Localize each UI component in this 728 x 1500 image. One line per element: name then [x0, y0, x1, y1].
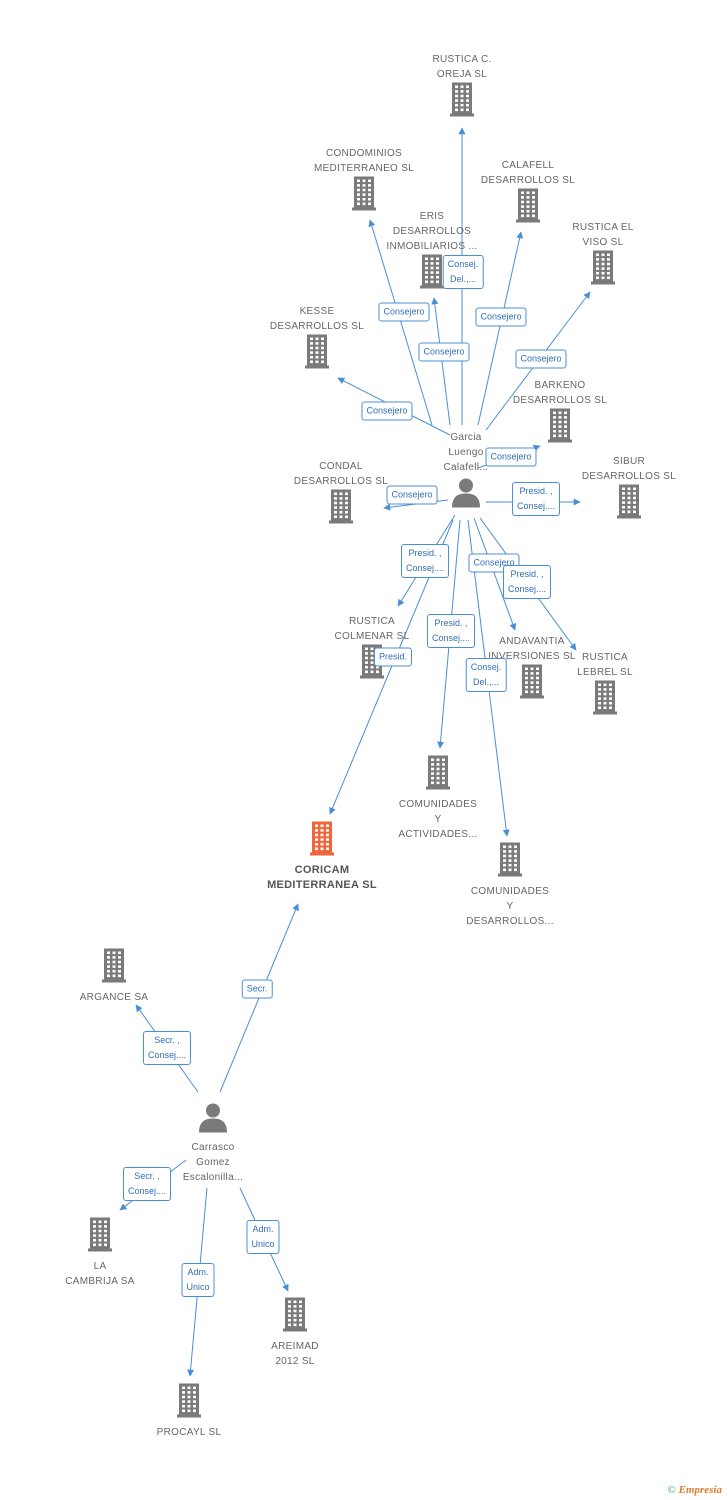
node-label-eris[interactable]: ERIS DESARROLLOS INMOBILIARIOS ... — [386, 211, 478, 252]
brand-logo: Empresia — [678, 1484, 722, 1496]
node-icon-sibur[interactable] — [617, 484, 641, 524]
node-label-la-cambrija[interactable]: LA CAMBRIJA SA — [65, 1261, 135, 1287]
node-icon-condal[interactable] — [329, 489, 353, 529]
edge-label-garcia-to-rustica-colmenar[interactable]: Presid. , Consej.... — [400, 544, 450, 578]
node-label-rustica-lebrel[interactable]: RUSTICA LEBREL SL — [577, 652, 633, 678]
node-label-areimad[interactable]: AREIMAD 2012 SL — [271, 1341, 319, 1367]
edge-label-carrasco-to-procayl[interactable]: Adm. Unico — [181, 1263, 215, 1297]
node-icon-rustica-lebrel[interactable] — [593, 680, 617, 720]
node-icon-comunidades-act[interactable] — [426, 755, 450, 795]
node-label-argance[interactable]: ARGANCE SA — [79, 992, 149, 1003]
building-icon — [420, 254, 444, 289]
edge-label-garcia-to-kesse[interactable]: Consejero — [361, 401, 413, 421]
node-icon-carrasco[interactable] — [198, 1103, 228, 1138]
node-label-procayl[interactable]: PROCAYL SL — [156, 1427, 222, 1438]
building-icon — [329, 489, 353, 524]
node-label-kesse[interactable]: KESSE DESARROLLOS SL — [269, 306, 365, 332]
node-label-carrasco[interactable]: Carrasco Gomez Escalonilla... — [182, 1142, 244, 1183]
building-icon — [88, 1217, 112, 1252]
node-icon-areimad[interactable] — [283, 1297, 307, 1337]
edge-label-carrasco-to-areimad[interactable]: Adm. Unico — [246, 1220, 280, 1254]
edge-label-garcia-to-sibur[interactable]: Presid. , Consej.... — [511, 482, 561, 516]
edge-garcia-to-calafell — [477, 231, 524, 426]
edge-label-carrasco-to-argance[interactable]: Secr. , Consej.... — [142, 1031, 192, 1065]
node-icon-condominios[interactable] — [352, 176, 376, 216]
node-label-calafell[interactable]: CALAFELL DESARROLLOS SL — [480, 160, 576, 186]
node-label-andavantia[interactable]: ANDAVANTIA INVERSIONES SL — [488, 636, 576, 662]
building-icon — [305, 334, 329, 369]
node-icon-la-cambrija[interactable] — [88, 1217, 112, 1257]
node-label-rustica-colmenar[interactable]: RUSTICA COLMENAR SL — [334, 616, 410, 642]
edge-label-garcia-to-comunidades-act[interactable]: Presid. , Consej.... — [426, 614, 476, 648]
node-icon-rustica-el-viso[interactable] — [591, 250, 615, 290]
building-icon — [520, 664, 544, 699]
building-icon — [283, 1297, 307, 1332]
node-icon-calafell[interactable] — [516, 188, 540, 228]
edge-label-garcia-to-barkeno[interactable]: Consejero — [485, 447, 537, 467]
edge-label-garcia-to-condominios[interactable]: Consejero — [378, 302, 430, 322]
edge-garcia-to-eris — [431, 297, 451, 426]
node-icon-procayl[interactable] — [177, 1383, 201, 1423]
edge-label-garcia-to-coricam[interactable]: Presid. — [373, 647, 413, 667]
node-label-rustica-c-oreja[interactable]: RUSTICA C. OREJA SL — [432, 54, 492, 80]
building-icon — [450, 82, 474, 117]
node-icon-kesse[interactable] — [305, 334, 329, 374]
building-icon — [177, 1383, 201, 1418]
node-label-coricam[interactable]: CORICAM MEDITERRANEA SL — [267, 864, 377, 891]
node-icon-garcia[interactable] — [451, 478, 481, 513]
building-icon — [498, 842, 522, 877]
node-label-condal[interactable]: CONDAL DESARROLLOS SL — [293, 461, 389, 487]
node-label-garcia[interactable]: Garcia Luengo Calafell... — [443, 432, 489, 473]
edge-label-garcia-to-rustica-c-oreja[interactable]: Consej. Del.,... — [442, 255, 484, 289]
node-label-comunidades-act[interactable]: COMUNIDADES Y ACTIVIDADES... — [398, 799, 478, 840]
edge-label-garcia-to-eris[interactable]: Consejero — [418, 342, 470, 362]
node-icon-coricam[interactable] — [310, 821, 334, 861]
edge-label-carrasco-to-la-cambrija[interactable]: Secr. , Consej.... — [122, 1167, 172, 1201]
node-icon-eris[interactable] — [420, 254, 444, 294]
person-icon — [452, 478, 480, 508]
building-icon — [426, 755, 450, 790]
building-icon — [617, 484, 641, 519]
building-icon — [102, 948, 126, 983]
node-label-comunidades-des[interactable]: COMUNIDADES Y DESARROLLOS... — [466, 886, 554, 927]
node-icon-comunidades-des[interactable] — [498, 842, 522, 882]
edge-label-garcia-to-comunidades-des[interactable]: Consej. Del.,... — [465, 658, 507, 692]
person-icon — [199, 1103, 227, 1133]
building-icon — [591, 250, 615, 285]
edge-label-garcia-to-condal[interactable]: Consejero — [386, 485, 438, 505]
building-icon — [516, 188, 540, 223]
edge-label-garcia-to-calafell[interactable]: Consejero — [475, 307, 527, 327]
edge-label-garcia-to-rustica-el-viso[interactable]: Consejero — [515, 349, 567, 369]
node-label-sibur[interactable]: SIBUR DESARROLLOS SL — [581, 456, 677, 482]
node-icon-andavantia[interactable] — [520, 664, 544, 704]
building-icon — [352, 176, 376, 211]
edge-garcia-to-andavantia — [473, 517, 517, 631]
node-icon-argance[interactable] — [102, 948, 126, 988]
copyright-symbol: © — [667, 1484, 676, 1496]
edge-label-carrasco-to-coricam[interactable]: Secr. — [241, 979, 273, 999]
node-icon-rustica-c-oreja[interactable] — [450, 82, 474, 122]
building-icon — [548, 408, 572, 443]
building-icon — [310, 821, 334, 856]
node-label-rustica-el-viso[interactable]: RUSTICA EL VISO SL — [572, 222, 634, 248]
edge-label-garcia-to-rustica-lebrel[interactable]: Presid. , Consej.... — [502, 565, 552, 599]
footer-brand[interactable]: © Empresia — [667, 1484, 722, 1496]
node-label-condominios[interactable]: CONDOMINIOS MEDITERRANEO SL — [313, 148, 415, 174]
building-icon — [593, 680, 617, 715]
edge-garcia-to-condominios — [368, 219, 433, 426]
node-label-barkeno[interactable]: BARKENO DESARROLLOS SL — [512, 380, 608, 406]
node-icon-barkeno[interactable] — [548, 408, 572, 448]
